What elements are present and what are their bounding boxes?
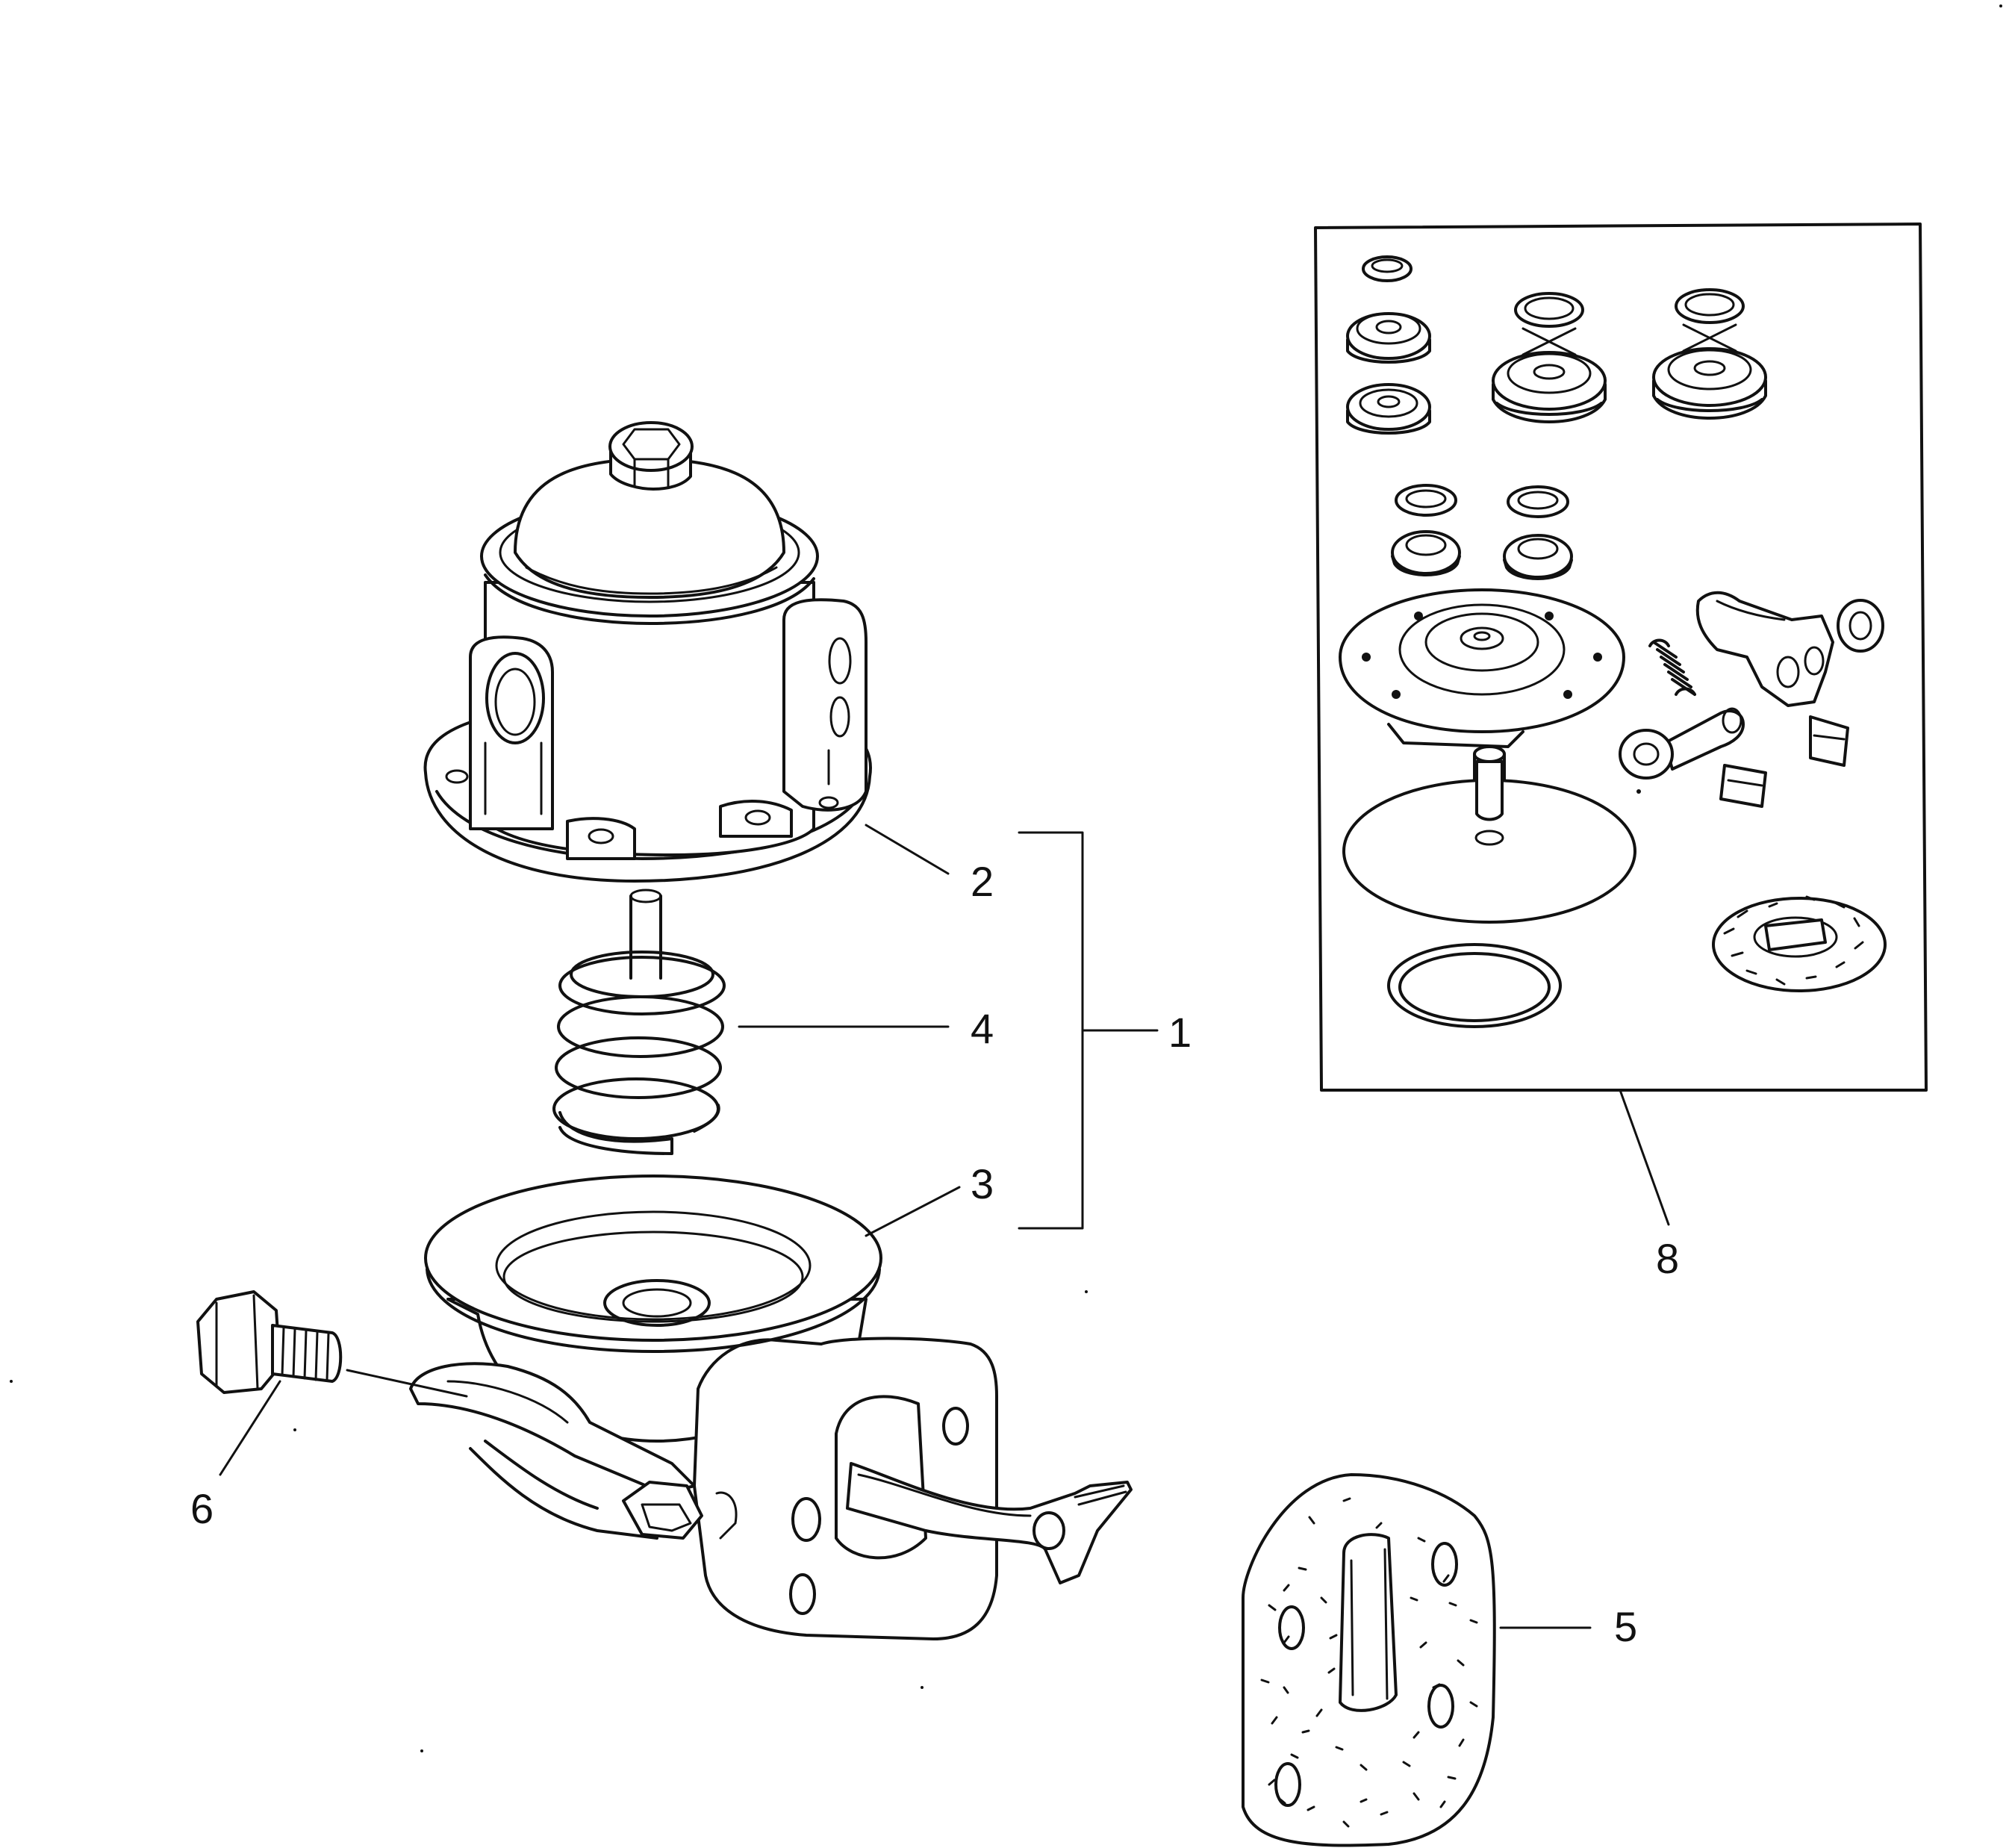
callout-4: 4 (971, 1005, 994, 1052)
callout-6: 6 (190, 1485, 214, 1532)
pump-cover (423, 421, 872, 883)
bolt (196, 1290, 468, 1398)
assembly-bracket (1018, 831, 1084, 1230)
leader-3 (865, 1186, 961, 1237)
leader-6 (219, 1380, 281, 1476)
leader-8 (1619, 1089, 1670, 1226)
pump-body (409, 1175, 1133, 1640)
callout-5: 5 (1614, 1603, 1637, 1650)
spring (552, 889, 726, 1155)
callout-leaders (219, 824, 1670, 1629)
callout-1: 1 (1168, 1009, 1192, 1056)
callout-2: 2 (971, 858, 994, 905)
callout-3: 3 (971, 1160, 994, 1207)
callout-8: 8 (1656, 1235, 1679, 1282)
gasket (1242, 1473, 1496, 1847)
repair-kit-box (1314, 223, 1928, 1092)
leader-2 (865, 824, 950, 875)
